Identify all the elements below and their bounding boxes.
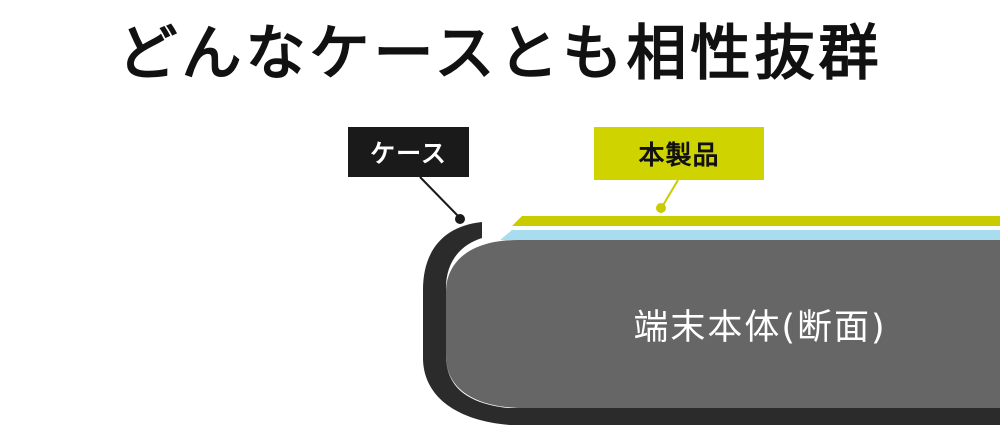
page-title: どんなケースとも相性抜群 <box>117 19 883 89</box>
product-leader-dot <box>656 203 666 213</box>
adhesive-layer <box>500 230 1000 240</box>
product-leader-line <box>661 179 679 208</box>
case-label: ケース <box>348 127 469 177</box>
product-layer <box>512 216 1000 226</box>
case-leader-line <box>419 176 461 219</box>
device-body-label: 端末本体(断面) <box>633 308 887 348</box>
product-label: 本製品 <box>594 127 764 180</box>
device-body <box>446 240 1000 408</box>
case-shell <box>423 222 1000 425</box>
case-leader-dot <box>455 214 465 224</box>
